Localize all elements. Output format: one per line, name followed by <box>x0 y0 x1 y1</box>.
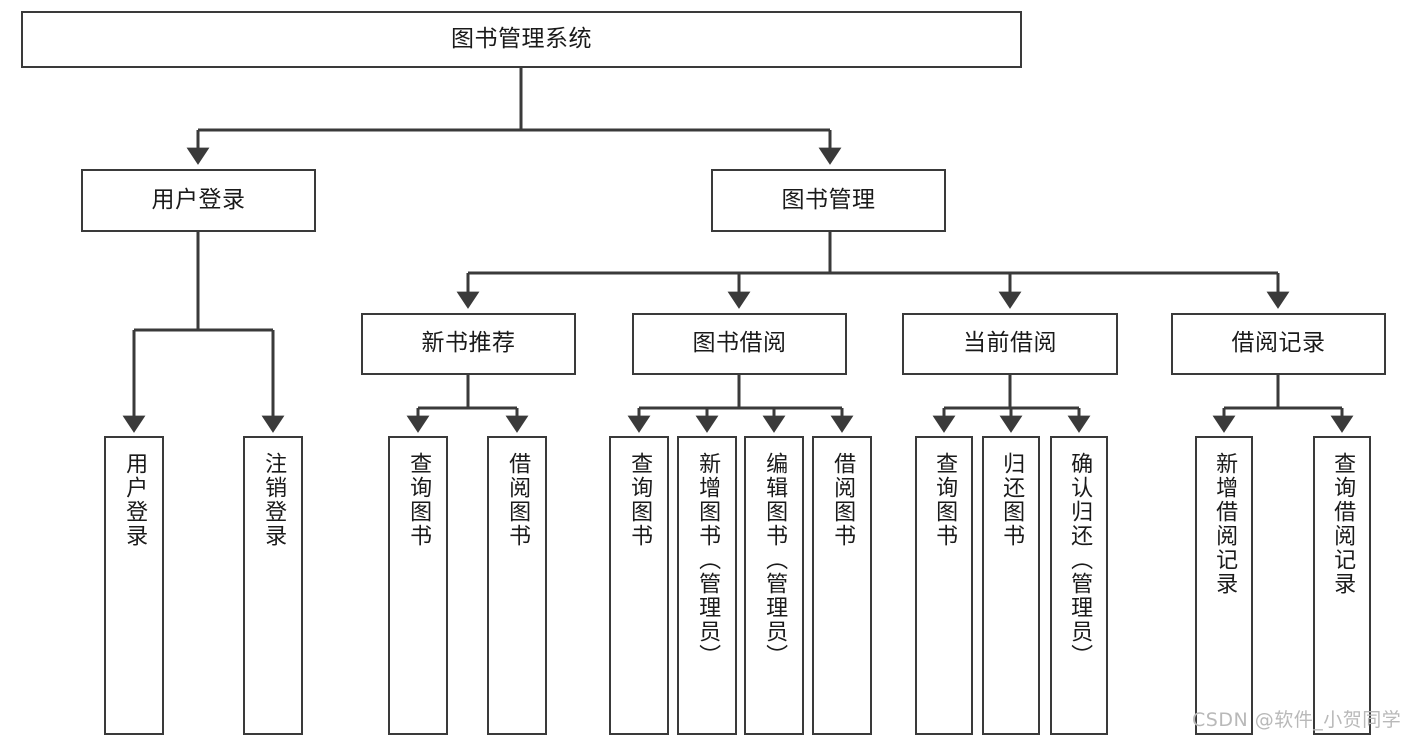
leaf-add-book-label: 新增图书（管理员） <box>695 452 721 668</box>
leaf-query-book-1-label: 查询图书 <box>406 452 432 548</box>
leaf-return-book[interactable]: 归还图书 <box>982 436 1040 735</box>
leaf-add-book[interactable]: 新增图书（管理员） <box>677 436 737 735</box>
node-current-borrow[interactable]: 当前借阅 <box>902 313 1118 375</box>
node-book-borrow-label: 图书借阅 <box>692 330 787 357</box>
leaf-user-login-label: 用户登录 <box>122 452 148 548</box>
node-borrow-record-label: 借阅记录 <box>1231 330 1326 357</box>
leaf-confirm-return-label: 确认归还（管理员） <box>1067 452 1093 668</box>
leaf-borrow-book-2[interactable]: 借阅图书 <box>812 436 872 735</box>
leaf-query-record-label: 查询借阅记录 <box>1330 452 1356 596</box>
leaf-query-book-2[interactable]: 查询图书 <box>609 436 669 735</box>
leaf-query-book-1[interactable]: 查询图书 <box>388 436 448 735</box>
leaf-edit-book[interactable]: 编辑图书（管理员） <box>744 436 804 735</box>
leaf-borrow-book-2-label: 借阅图书 <box>830 452 856 548</box>
node-book-manage[interactable]: 图书管理 <box>711 169 946 232</box>
leaf-confirm-return[interactable]: 确认归还（管理员） <box>1050 436 1108 735</box>
leaf-edit-book-label: 编辑图书（管理员） <box>762 452 788 668</box>
node-current-borrow-label: 当前借阅 <box>963 330 1057 357</box>
node-root[interactable]: 图书管理系统 <box>21 11 1022 68</box>
node-user-login-label: 用户登录 <box>151 186 246 213</box>
leaf-user-login[interactable]: 用户登录 <box>104 436 164 735</box>
leaf-query-record[interactable]: 查询借阅记录 <box>1313 436 1371 735</box>
node-user-login[interactable]: 用户登录 <box>81 169 316 232</box>
node-book-manage-label: 图书管理 <box>781 186 876 213</box>
leaf-add-record-label: 新增借阅记录 <box>1212 452 1238 596</box>
leaf-return-book-label: 归还图书 <box>999 452 1025 548</box>
watermark: CSDN @软件_小贺同学 <box>1192 709 1402 731</box>
node-new-book-rec-label: 新书推荐 <box>421 330 516 357</box>
leaf-borrow-book-1[interactable]: 借阅图书 <box>487 436 547 735</box>
node-book-borrow[interactable]: 图书借阅 <box>632 313 847 375</box>
node-root-label: 图书管理系统 <box>451 25 592 52</box>
node-borrow-record[interactable]: 借阅记录 <box>1171 313 1386 375</box>
leaf-query-book-2-label: 查询图书 <box>627 452 653 548</box>
node-new-book-rec[interactable]: 新书推荐 <box>361 313 576 375</box>
leaf-borrow-book-1-label: 借阅图书 <box>505 452 531 548</box>
leaf-add-record[interactable]: 新增借阅记录 <box>1195 436 1253 735</box>
leaf-query-book-3[interactable]: 查询图书 <box>915 436 973 735</box>
leaf-user-logout[interactable]: 注销登录 <box>243 436 303 735</box>
leaf-user-logout-label: 注销登录 <box>261 452 287 548</box>
leaf-query-book-3-label: 查询图书 <box>932 452 958 548</box>
